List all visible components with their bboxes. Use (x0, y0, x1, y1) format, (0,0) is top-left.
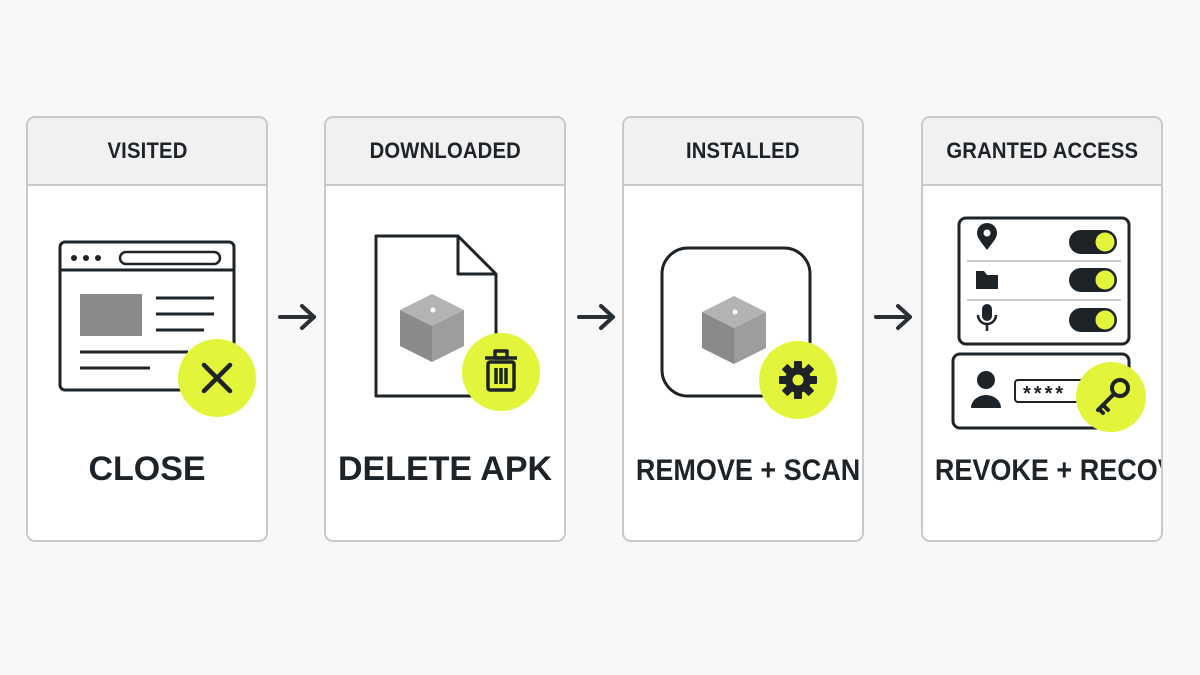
stage-header: INSTALLED (624, 118, 862, 186)
close-badge (178, 339, 256, 417)
folder-icon (976, 271, 998, 289)
stage-action: DELETE APK (337, 450, 553, 488)
permission-row-location (977, 223, 1117, 254)
arrow-right-icon (278, 304, 316, 330)
stage-action: REMOVE + SCAN (635, 454, 861, 487)
toggle-switch[interactable] (1069, 268, 1117, 292)
close-icon (201, 362, 233, 394)
package-cube-icon (400, 294, 464, 362)
user-icon (971, 371, 1001, 408)
microphone-icon (976, 304, 998, 331)
stage-card-granted-access: GRANTED ACCESS (921, 116, 1163, 542)
key-icon (1096, 378, 1130, 415)
stage-header: GRANTED ACCESS (923, 118, 1161, 186)
stage-header: DOWNLOADED (326, 118, 564, 186)
arrow-right-icon (874, 304, 912, 330)
toggle-switch[interactable] (1069, 308, 1117, 332)
toggle-switch[interactable] (1069, 230, 1117, 254)
stage-action: CLOSE (88, 450, 206, 488)
trash-icon (485, 349, 517, 392)
password-mask: **** (1023, 383, 1066, 405)
stage-action: REVOKE + RECOVER (934, 454, 1161, 487)
permission-row-microphone (976, 304, 1117, 332)
stage-title: INSTALLED (686, 138, 800, 163)
app-icon-illustration (660, 246, 837, 419)
stage-title: GRANTED ACCESS (946, 138, 1138, 163)
recover-badge (1076, 362, 1146, 432)
stage-title: DOWNLOADED (369, 138, 521, 163)
stage-card-installed: INSTALLED REMOVE + SCAN (622, 116, 864, 542)
permission-row-folder (976, 268, 1117, 292)
stage-header: VISITED (28, 118, 266, 186)
apk-file-illustration (374, 234, 540, 411)
permissions-illustration: **** (951, 216, 1146, 432)
gear-icon (779, 361, 817, 399)
stage-card-downloaded: DOWNLOADED DELETE APK (324, 116, 566, 542)
stage-card-visited: VISITED CLOSE (26, 116, 268, 542)
scan-badge (759, 341, 837, 419)
package-cube-icon (702, 296, 766, 364)
arrow-right-icon (577, 304, 615, 330)
browser-window-illustration (58, 240, 256, 417)
delete-badge (462, 333, 540, 411)
stage-title: VISITED (106, 138, 188, 163)
